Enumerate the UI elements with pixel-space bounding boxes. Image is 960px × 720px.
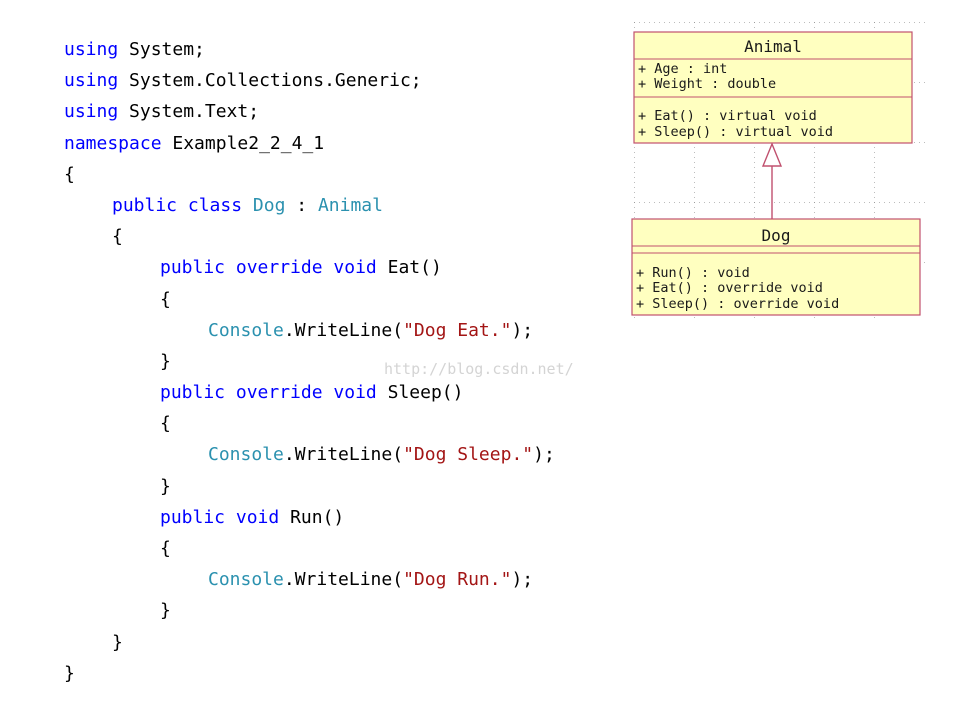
code-line: public void Run(): [64, 502, 555, 533]
code-token-pl: .WriteLine(: [283, 569, 404, 591]
code-token-pl: {: [160, 288, 171, 310]
code-line: }: [64, 658, 555, 689]
code-line: using System.Text;: [64, 96, 555, 127]
code-token-pl: }: [160, 475, 171, 497]
class-name-animal: Animal: [744, 37, 802, 56]
code-line: Console.WriteLine("Dog Eat.");: [64, 315, 555, 346]
code-token-pl: {: [160, 538, 171, 559]
code-line: }: [64, 595, 555, 626]
code-line: Console.WriteLine("Dog Run.");: [64, 564, 555, 595]
code-line: }: [64, 346, 555, 377]
code-token-kw: public: [160, 257, 226, 279]
code-token-pl: Sleep(): [376, 382, 464, 404]
code-line: using System;: [64, 34, 555, 65]
code-line: public override void Eat(): [64, 252, 555, 283]
code-token-kw: override: [235, 382, 323, 404]
dog-operation: + Sleep() : override void: [636, 296, 839, 312]
code-token-pl: {: [160, 413, 171, 435]
code-line: {: [64, 221, 555, 252]
code-token-kw: using: [64, 70, 119, 92]
code-line: Console.WriteLine("Dog Sleep.");: [64, 439, 555, 470]
code-line: {: [64, 284, 555, 315]
class-name-dog: Dog: [762, 226, 791, 245]
code-token-pl: System.Text;: [118, 101, 260, 123]
code-token-kw: using: [64, 39, 119, 60]
code-token-pl: );: [511, 319, 534, 341]
code-line: namespace Example2_2_4_1: [64, 128, 555, 159]
code-token-pl: );: [511, 569, 534, 591]
code-token-ty: Dog: [252, 194, 286, 216]
code-line: {: [64, 408, 555, 439]
code-line: public class Dog : Animal: [64, 190, 555, 221]
code-token-kw: public: [160, 382, 226, 404]
code-token-kw: using: [64, 101, 119, 123]
code-token-pl: System;: [118, 39, 205, 60]
code-token-pl: .WriteLine(: [283, 319, 404, 341]
code-token-pl: Eat(): [376, 257, 442, 279]
code-token-pl: [225, 257, 236, 278]
watermark: http://blog.csdn.net/: [384, 360, 574, 378]
code-token-pl: [323, 382, 334, 403]
code-token-pl: :: [285, 194, 318, 216]
code-token-pl: }: [64, 662, 75, 684]
code-line: {: [64, 533, 555, 564]
code-token-pl: [225, 382, 236, 403]
code-listing: using System;using System.Collections.Ge…: [64, 34, 555, 689]
code-token-pl: .WriteLine(: [283, 444, 404, 466]
code-token-pl: }: [160, 350, 171, 372]
code-token-kw: void: [333, 382, 377, 404]
class-box-animal: Animal + Age : int + Weight : double + E…: [633, 31, 913, 144]
generalization-arrowhead: [761, 142, 783, 167]
code-token-pl: [177, 195, 188, 216]
uml-class-diagram: Animal + Age : int + Weight : double + E…: [631, 22, 926, 322]
code-token-kw: void: [235, 506, 280, 528]
animal-attribute: + Weight : double: [638, 76, 776, 92]
code-line: }: [64, 471, 555, 502]
code-token-ty: Console: [208, 569, 284, 591]
code-line: }: [64, 627, 555, 658]
code-token-pl: }: [160, 600, 171, 622]
class-box-animal-frame: [633, 31, 913, 144]
animal-operation: + Sleep() : virtual void: [638, 124, 833, 140]
code-token-str: "Dog Eat.": [403, 319, 512, 341]
code-token-pl: }: [112, 631, 123, 653]
code-token-ty: Animal: [317, 194, 383, 216]
code-token-str: "Dog Sleep.": [403, 444, 534, 466]
code-line: {: [64, 159, 555, 190]
code-token-kw: void: [333, 257, 377, 279]
code-token-pl: [323, 257, 334, 278]
dog-operation: + Eat() : override void: [636, 280, 823, 296]
code-token-pl: );: [533, 444, 555, 466]
code-token-pl: System.Collections.Generic;: [118, 70, 422, 92]
class-box-dog: Dog + Run() : void + Eat() : override vo…: [631, 218, 921, 316]
class-box-dog-frame: [631, 218, 921, 316]
code-token-kw: public: [160, 506, 226, 528]
code-token-pl: [242, 195, 253, 216]
animal-operation: + Eat() : virtual void: [638, 108, 817, 124]
animal-attribute: + Age : int: [638, 61, 727, 77]
code-token-pl: {: [64, 163, 75, 185]
code-token-kw: class: [187, 194, 243, 216]
code-line: using System.Collections.Generic;: [64, 65, 555, 96]
dog-operation: + Run() : void: [636, 265, 750, 281]
code-token-kw: namespace: [64, 132, 162, 154]
code-token-kw: override: [235, 257, 323, 279]
code-token-str: "Dog Run.": [403, 569, 512, 591]
code-line: public override void Sleep(): [64, 377, 555, 408]
code-token-ty: Console: [208, 319, 284, 341]
generalization-arrow: [761, 142, 783, 219]
code-token-pl: Example2_2_4_1: [161, 132, 325, 154]
code-token-pl: Run(): [279, 506, 345, 528]
code-token-ty: Console: [208, 444, 284, 466]
code-token-kw: public: [112, 194, 178, 216]
code-token-pl: {: [112, 226, 123, 248]
code-token-pl: [225, 507, 236, 528]
